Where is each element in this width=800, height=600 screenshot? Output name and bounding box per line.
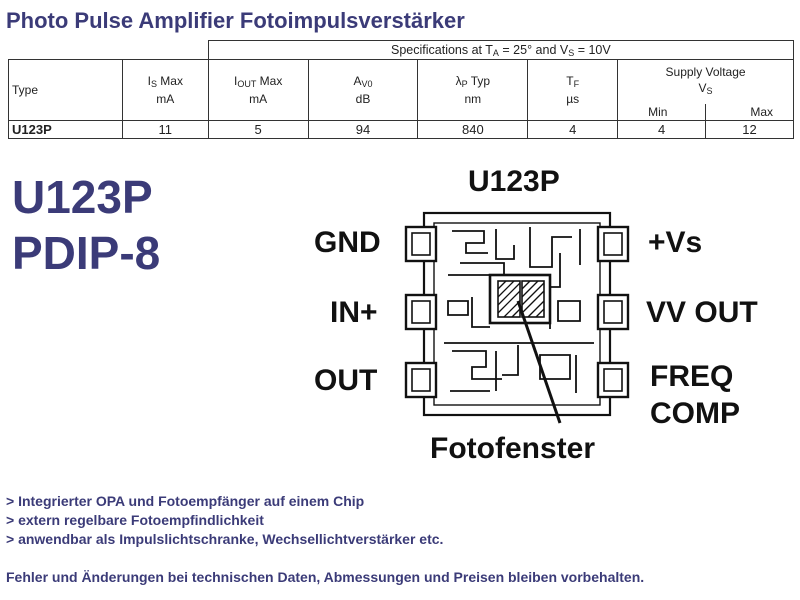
pin-label-vs: +Vs bbox=[648, 226, 703, 259]
cell-lambda-p: 840 bbox=[417, 120, 529, 139]
col-vs-max: Max bbox=[705, 104, 794, 121]
pin-label-out: OUT bbox=[314, 364, 378, 397]
photo-window-label: Fotofenster bbox=[430, 432, 595, 465]
chip-pinout-diagram bbox=[404, 211, 630, 424]
bond-pad-gnd bbox=[404, 225, 438, 263]
photo-window-pointer bbox=[516, 300, 562, 424]
spec-conditions: Specifications at TA = 25° and VS = 10V bbox=[207, 40, 795, 60]
table-row: U123P 11 5 94 840 4 4 12 bbox=[8, 120, 794, 139]
col-vs-min: Min bbox=[617, 104, 707, 121]
disclaimer: Fehler und Änderungen bei technischen Da… bbox=[6, 569, 645, 585]
pin-label-freq: FREQ bbox=[650, 360, 734, 393]
bond-pad-out bbox=[404, 361, 438, 399]
cell-iout-max: 5 bbox=[207, 120, 309, 139]
bond-pad-freq-comp bbox=[596, 361, 630, 399]
cell-vs-max: 12 bbox=[705, 120, 794, 139]
internal-circuitry bbox=[444, 227, 594, 393]
page-title: Photo Pulse Amplifier Fotoimpulsverstärk… bbox=[6, 8, 465, 33]
specifications-table: Specifications at TA = 25° and VS = 10V … bbox=[8, 40, 795, 139]
feature-item: > anwendbar als Impulslichtschranke, Wec… bbox=[6, 531, 444, 547]
cell-vs-min: 4 bbox=[617, 120, 707, 139]
pin-label-vv-out: VV OUT bbox=[646, 296, 758, 329]
feature-item: > Integrierter OPA und Fotoempfänger auf… bbox=[6, 493, 365, 509]
bond-pad-vs bbox=[596, 225, 630, 263]
pin-label-in-plus: IN+ bbox=[330, 296, 378, 329]
cell-av0: 94 bbox=[307, 120, 419, 139]
cell-tf: 4 bbox=[527, 120, 619, 139]
chip-label: U123P bbox=[468, 165, 560, 198]
col-type: Type bbox=[8, 59, 123, 121]
photo-window bbox=[488, 273, 552, 325]
pin-label-comp: COMP bbox=[650, 397, 740, 430]
cell-is-max: 11 bbox=[121, 120, 209, 139]
pin-label-gnd: GND bbox=[314, 226, 381, 259]
feature-list: > Integrierter OPA und Fotoempfänger auf… bbox=[6, 492, 443, 549]
part-name: U123P bbox=[12, 171, 153, 223]
cell-type: U123P bbox=[8, 120, 123, 139]
bond-pad-in-plus bbox=[404, 293, 438, 331]
bond-pad-vv-out bbox=[596, 293, 630, 331]
package-name: PDIP-8 bbox=[12, 227, 161, 279]
feature-item: > extern regelbare Fotoempfindlichkeit bbox=[6, 512, 264, 528]
